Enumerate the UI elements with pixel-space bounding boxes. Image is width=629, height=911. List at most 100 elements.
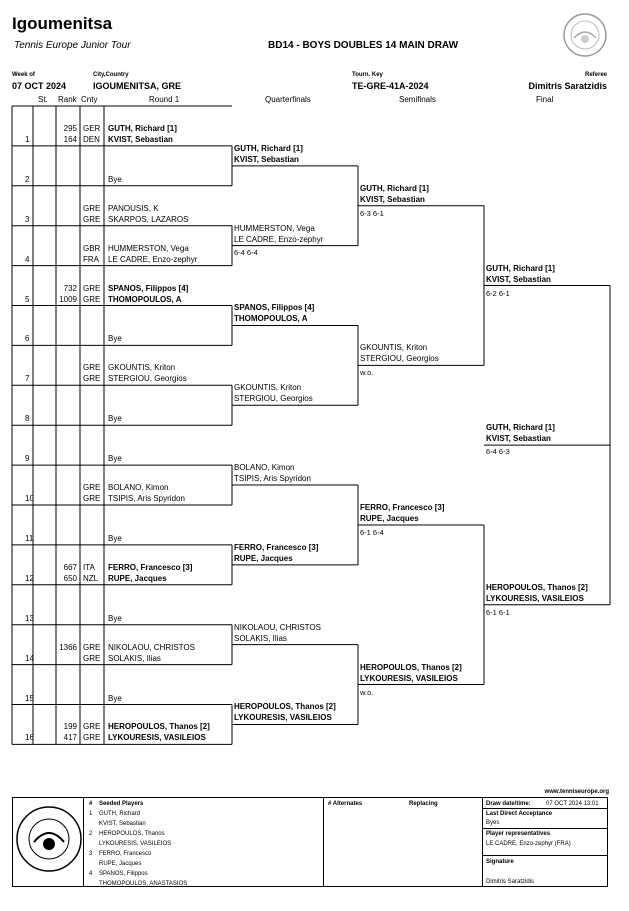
rank-value: 650 <box>63 573 77 583</box>
final-score: 6-2 6-1 <box>486 288 510 298</box>
rank-value: 1009 <box>59 294 77 304</box>
seeded-player: GUTH, Richard <box>99 811 141 817</box>
country-code: GRE <box>83 363 101 373</box>
semifinal-player: HEROPOULOS, Thanos [2] <box>360 662 462 672</box>
player-name: GKOUNTIS, Kriton <box>108 363 176 373</box>
lda-label: Last Direct Acceptance <box>486 811 553 817</box>
player-name: THOMOPOULOS, A <box>108 294 182 304</box>
player-name: KVIST, Sebastian <box>108 134 173 144</box>
lda-value: Byes <box>486 820 500 826</box>
city-label: City,Country <box>93 72 129 78</box>
country-code: GBR <box>83 243 101 253</box>
row-number: 3 <box>25 214 30 224</box>
footer-divider-2 <box>323 797 324 887</box>
rank-value: 164 <box>63 134 77 144</box>
seed-number: 1 <box>89 811 93 817</box>
player-name: HEROPOULOS, Thanos [2] <box>108 722 210 732</box>
quarterfinal-player: SOLAKIS, Ilias <box>234 633 287 643</box>
semifinal-player: LYKOURESIS, VASILEIOS <box>360 673 458 683</box>
col-rank: Rank <box>58 95 77 104</box>
seed-number: 3 <box>89 851 93 857</box>
semifinal-player: STERGIOU, Georgios <box>360 354 439 364</box>
semifinal-score: w.o. <box>360 687 374 697</box>
player-name: Bye <box>108 533 122 543</box>
player-name: Bye <box>108 454 122 464</box>
rank-value: 295 <box>63 123 77 133</box>
row-number: 4 <box>25 254 30 264</box>
player-name: SOLAKIS, Ilias <box>108 653 161 663</box>
semifinal-score: 6-3 6-1 <box>360 208 384 218</box>
player-name: BOLANO, Kimon <box>108 483 169 492</box>
player-name: GUTH, Richard [1] <box>108 123 177 133</box>
footer-divider-1 <box>83 797 84 887</box>
semifinal-player: RUPE, Jacques <box>360 513 419 523</box>
footer-box <box>12 797 608 887</box>
row-number: 5 <box>25 294 30 304</box>
country-code: FRA <box>83 254 99 264</box>
semifinal-score: 6-1 6-4 <box>360 527 384 537</box>
quarterfinal-player: KVIST, Sebastian <box>234 154 299 164</box>
col-final: Final <box>536 95 554 104</box>
quarterfinal-player: RUPE, Jacques <box>234 553 293 563</box>
final-player: LYKOURESIS, VASILEIOS <box>486 593 584 603</box>
seeded-player: SPANOS, Filippos <box>99 871 148 877</box>
semifinal-player: KVIST, Sebastian <box>360 194 425 204</box>
tourn-key-label: Tourn. Key <box>352 72 383 78</box>
rank-value: 417 <box>63 733 77 743</box>
country-code: GRE <box>83 483 101 492</box>
row-number: 15 <box>25 693 34 703</box>
winner-player: KVIST, Sebastian <box>486 434 551 444</box>
referee-value: Dimitris Saratzidis <box>528 81 607 91</box>
player-name: TSIPIS, Aris Spyridon <box>108 494 185 503</box>
quarterfinal-player: HUMMERSTON, Vega <box>234 223 315 233</box>
final-score: 6-1 6-1 <box>486 607 510 617</box>
tennis-europe-logo-icon <box>563 13 607 57</box>
country-code: DEN <box>83 134 100 144</box>
junior-tour-logo-icon <box>16 806 82 872</box>
row-number: 7 <box>25 374 30 384</box>
country-code: GRE <box>83 494 101 503</box>
country-code: GRE <box>83 283 101 293</box>
player-name: RUPE, Jacques <box>108 573 167 583</box>
semifinal-score: w.o. <box>360 368 374 378</box>
quarterfinal-score: 6-4 6-4 <box>234 247 258 257</box>
player-name: NIKOLAOU, CHRISTOS <box>108 642 195 652</box>
col-cnty: Cnty <box>81 95 98 104</box>
player-name: Bye <box>108 334 122 344</box>
row-number: 8 <box>25 414 30 424</box>
final-player: HEROPOULOS, Thanos [2] <box>486 582 588 592</box>
winner-player: GUTH, Richard [1] <box>486 423 555 433</box>
rank-value: 199 <box>63 722 77 732</box>
player-name: Bye <box>108 613 122 623</box>
draw-date-value: 07 OCT 2024 13:01 <box>546 801 599 807</box>
player-rep-label: Player representatives <box>486 831 551 837</box>
seeded-title: Seeded Players <box>99 801 144 807</box>
seeded-player: RUPE, Jacques <box>99 861 142 867</box>
player-name: HUMMERSTON, Vega <box>108 243 189 253</box>
quarterfinal-player: GUTH, Richard [1] <box>234 143 303 153</box>
signature-label: Signature <box>486 859 514 865</box>
country-code: GRE <box>83 722 101 732</box>
alternates-title: # Alternates <box>328 801 363 807</box>
country-code: GRE <box>83 374 101 384</box>
seeded-player: THOMOPOULOS, ANASTASIOS <box>99 881 188 887</box>
website-link[interactable]: www.tenniseurope.org <box>544 789 609 795</box>
player-name: Bye <box>108 693 122 703</box>
country-code: ITA <box>83 562 95 572</box>
player-name: FERRO, Francesco [3] <box>108 562 193 572</box>
player-name: PANOUSIS, K <box>108 203 159 213</box>
semifinal-player: GKOUNTIS, Kriton <box>360 343 428 353</box>
row-number: 2 <box>25 174 30 184</box>
quarterfinal-player: NIKOLAOU, CHRISTOS <box>234 622 321 632</box>
player-name: LE CADRE, Enzo-zephyr <box>108 254 198 264</box>
player-name: LYKOURESIS, VASILEIOS <box>108 733 206 743</box>
final-player: KVIST, Sebastian <box>486 274 551 284</box>
city-value: IGOUMENITSA, GRE <box>93 81 182 91</box>
country-code: GRE <box>83 294 101 304</box>
quarterfinal-player: TSIPIS, Aris Spyridon <box>234 474 311 484</box>
seeded-player: LYKOURESIS, VASILEIOS <box>99 841 172 847</box>
row-number: 13 <box>25 613 34 623</box>
seed-number: 4 <box>89 871 93 877</box>
footer-line-a <box>482 808 608 809</box>
